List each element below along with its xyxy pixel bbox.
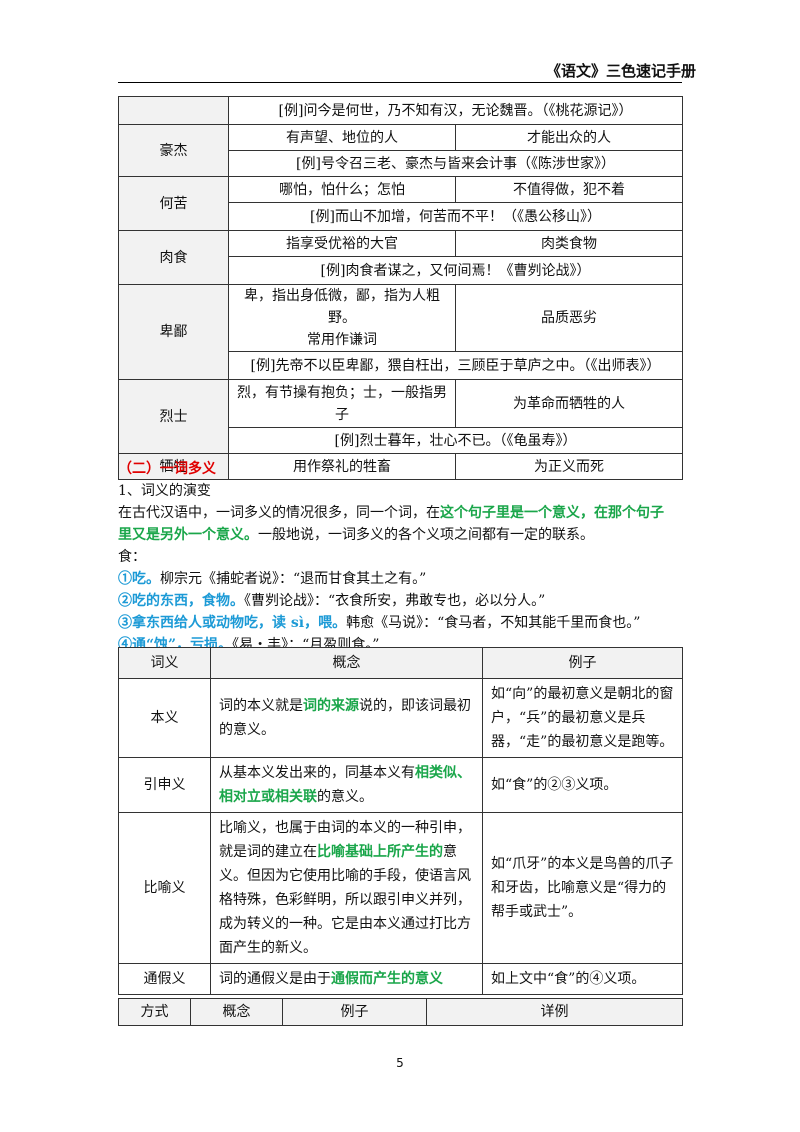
concept-text: 词的通假义是由于 xyxy=(219,971,331,987)
column-header: 例子 xyxy=(482,647,683,679)
header-title: 《语文》三色速记手册 xyxy=(545,62,696,80)
polysemy-section: （二）一词多义 1、词义的演变 在古代汉语中，一词多义的情况很多，同一个词，在这… xyxy=(118,458,688,656)
example-cell: [例]号令召三老、豪杰与皆来会计事（《陈涉世家》） xyxy=(228,150,683,177)
meaning-highlight: ②吃的东西，食物。 xyxy=(118,593,244,609)
meaning-highlight: ①吃。 xyxy=(118,571,160,587)
ancient-meaning-line: 子 xyxy=(335,406,349,423)
example-cell: 如上文中“食”的④义项。 xyxy=(482,963,683,995)
concept-cell: 词的通假义是由于通假而产生的意义 xyxy=(210,963,483,995)
ancient-meaning-cell: 哪怕，怕什么；怎怕 xyxy=(228,176,456,203)
meaning-source: 《曹刿论战》：“衣食所安，弗敢专也，必以分人。” xyxy=(244,593,546,609)
concept-highlight: 相类似、相对立或相关联 xyxy=(219,765,471,805)
ancient-meaning-cell: 烈，有节操有抱负；士，一般指男 子 xyxy=(228,379,456,428)
example-cell: 如“爪牙”的本义是鸟兽的爪子和牙齿，比喻意义是“得力的帮手或武士”。 xyxy=(482,812,683,964)
example-cell: 如“食”的②③义项。 xyxy=(482,757,683,813)
subsection-title: 1、词义的演变 xyxy=(118,483,211,499)
concept-cell: 从基本义发出来的，同基本义有相类似、相对立或相关联的意义。 xyxy=(210,757,483,813)
sense-name-cell: 通假义 xyxy=(118,963,211,995)
ancient-meaning-cell: 指享受优裕的大官 xyxy=(228,230,456,257)
ancient-meaning-cell: 有声望、地位的人 xyxy=(228,124,456,151)
concept-highlight: 通假而产生的意义 xyxy=(331,971,443,987)
ancient-meaning-line: 烈，有节操有抱负；士，一般指男 xyxy=(237,384,447,401)
column-header: 方式 xyxy=(118,998,191,1026)
sense-name-cell: 本义 xyxy=(118,678,211,758)
intro-highlight: 这个句子里是一个意义，在那个句子 xyxy=(440,505,664,521)
meaning-item: ①吃。柳宗元《捕蛇者说》：“退而甘食其土之有。” xyxy=(118,568,688,590)
example-cell: [例]先帝不以臣卑鄙，猥自枉出，三顾臣于草庐之中。（《出师表》） xyxy=(228,351,683,380)
concept-text: 意义。但因为它使用比喻的手段，使语言风格特殊，色彩鲜明，所以跟引申义并列，成为转… xyxy=(219,844,471,956)
example-cell: [例]烈士暮年，壮心不已。（《龟虽寿》） xyxy=(228,427,683,454)
sense-name-cell: 引申义 xyxy=(118,757,211,813)
concept-cell: 词的本义就是词的来源说的，即该词最初的意义。 xyxy=(210,678,483,758)
modern-meaning-cell: 才能出众的人 xyxy=(455,124,683,151)
section-heading: （二）一词多义 xyxy=(118,461,216,477)
word-cell-empty xyxy=(118,96,229,125)
sense-table: 词义 概念 例子 本义 词的本义就是词的来源说的，即该词最初的意义。 如“向”的… xyxy=(118,647,683,995)
column-header: 详例 xyxy=(426,998,683,1026)
intro-text: 一般地说，一词多义的各个义项之间都有一定的联系。 xyxy=(258,527,594,543)
modern-meaning-cell: 为正义而死 xyxy=(455,453,683,480)
word-cell: 卑鄙 xyxy=(118,284,229,380)
column-header: 概念 xyxy=(190,998,283,1026)
column-header: 词义 xyxy=(118,647,211,679)
meaning-item: ②吃的东西，食物。《曹刿论战》：“衣食所安，弗敢专也，必以分人。” xyxy=(118,590,688,612)
page-number: 5 xyxy=(396,1056,404,1070)
vocab-table: [例]问今是何世，乃不知有汉，无论魏晋。（《桃花源记》） 豪杰 有声望、地位的人… xyxy=(118,96,683,480)
word-cell: 豪杰 xyxy=(118,124,229,177)
concept-highlight: 词的来源 xyxy=(303,698,359,714)
character-label: 食： xyxy=(118,549,146,565)
modern-meaning-cell: 肉类食物 xyxy=(455,230,683,257)
intro-paragraph: 在古代汉语中，一词多义的情况很多，同一个词，在这个句子里是一个意义，在那个句子里… xyxy=(118,502,688,546)
ancient-meaning-line: 卑，指出身低微，鄙，指为人粗野。 xyxy=(244,288,440,326)
modern-meaning-cell: 品质恶劣 xyxy=(455,284,683,352)
concept-text: 的意义。 xyxy=(317,789,373,805)
meaning-highlight: ③拿东西给人或动物吃，读 sì，喂。 xyxy=(118,615,347,631)
concept-cell: 比喻义，也属于由词的本义的一种引申，就是词的建立在比喻基础上所产生的意义。但因为… xyxy=(210,812,483,964)
concept-text: 从基本义发出来的，同基本义有 xyxy=(219,765,415,781)
column-header: 概念 xyxy=(210,647,483,679)
ancient-meaning-line: 常用作谦词 xyxy=(307,332,377,348)
meaning-item: ③拿东西给人或动物吃，读 sì，喂。韩愈《马说》：“食马者，不知其能千里而食也。… xyxy=(118,612,688,634)
word-cell: 牺牲 xyxy=(118,453,229,480)
meaning-source: 韩愈《马说》：“食马者，不知其能千里而食也。” xyxy=(346,615,641,631)
modern-meaning-cell: 不值得做，犯不着 xyxy=(455,176,683,203)
column-header: 例子 xyxy=(282,998,427,1026)
method-table: 方式 概念 例子 详例 xyxy=(118,998,683,1026)
example-cell: [例]问今是何世，乃不知有汉，无论魏晋。（《桃花源记》） xyxy=(228,96,683,125)
word-cell: 何苦 xyxy=(118,176,229,231)
header-rule xyxy=(118,82,682,83)
example-cell: [例]而山不加增，何苦而不平！（《愚公移山》） xyxy=(228,202,683,231)
example-cell: 如“向”的最初意义是朝北的窗户，“兵”的最初意义是兵器，“走”的最初意义是跑等。 xyxy=(482,678,683,758)
word-cell: 烈士 xyxy=(118,379,229,454)
intro-highlight: 里又是另外一个意义。 xyxy=(118,527,258,543)
meaning-source: 柳宗元《捕蛇者说》：“退而甘食其土之有。” xyxy=(160,571,427,587)
concept-text: 词的本义就是 xyxy=(219,698,303,714)
example-cell: [例]肉食者谋之，又何间焉！《曹刿论战》） xyxy=(228,256,683,285)
intro-text: 在古代汉语中，一词多义的情况很多，同一个词，在 xyxy=(118,505,440,521)
ancient-meaning-cell: 卑，指出身低微，鄙，指为人粗野。 常用作谦词 xyxy=(228,284,456,352)
concept-text: 说的，即该词最初的意义。 xyxy=(219,698,471,738)
sense-name-cell: 比喻义 xyxy=(118,812,211,964)
word-cell: 肉食 xyxy=(118,230,229,285)
modern-meaning-cell: 为革命而牺牲的人 xyxy=(455,379,683,428)
concept-text: 比喻义，也属于由词的本义的一种引申，就是词的建立在 xyxy=(219,820,471,860)
concept-highlight: 比喻基础上所产生的 xyxy=(317,844,443,860)
ancient-meaning-cell: 用作祭礼的牲畜 xyxy=(228,453,456,480)
